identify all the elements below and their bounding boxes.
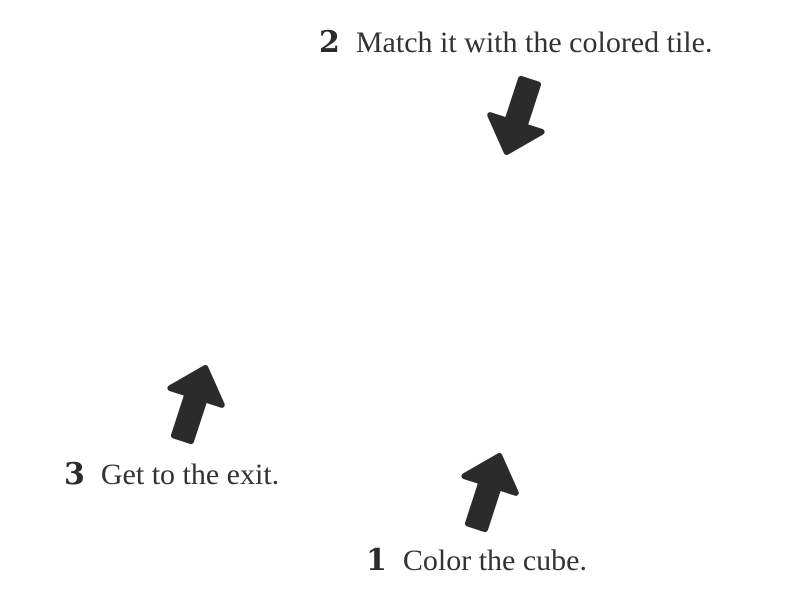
arrow-down-left-icon [487,75,545,156]
step-1-number: 1 [366,543,387,578]
step-2-instruction: 2 Match it with the colored tile. [319,28,712,58]
step-3-text: Get to the exit. [100,458,280,491]
step-3-number: 3 [64,457,85,492]
arrow-up-right-icon [167,364,225,445]
step-3-instruction: 3 Get to the exit. [64,460,279,490]
step-1-instruction: 1 Color the cube. [366,546,587,576]
step-2-text: Match it with the colored tile. [355,26,713,59]
step-1-text: Color the cube. [402,544,587,577]
arrow-up-right-icon [461,452,519,533]
step-2-number: 2 [319,25,340,60]
